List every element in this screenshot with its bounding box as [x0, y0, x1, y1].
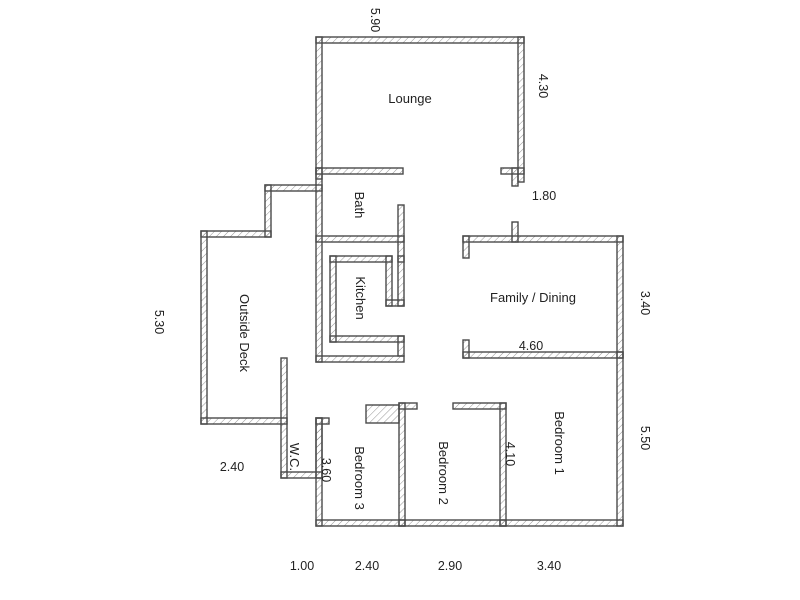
dim-lounge-depth: 4.30 [536, 74, 550, 98]
wall-deck-top [200, 230, 272, 238]
dimension-labels: 5.90 4.30 1.80 3.40 4.60 5.50 5.30 2.40 … [152, 8, 652, 573]
wall-bath-bottom [315, 235, 405, 243]
dim-deck-depth: 5.30 [152, 310, 166, 334]
room-labels: Lounge Bath Kitchen Family / Dining Outs… [237, 91, 576, 510]
room-label-lounge: Lounge [388, 91, 431, 106]
wall-lounge-right [517, 36, 525, 183]
wall-deck-step-vertical [264, 184, 272, 238]
wall-bed1-bottom [499, 519, 624, 527]
wall-bed3-closet [365, 404, 400, 424]
room-label-bedroom2: Bedroom 2 [436, 441, 451, 505]
room-label-wc: W.C. [287, 443, 302, 471]
dim-bedroom1-depth: 5.50 [638, 426, 652, 450]
dim-bottom-1: 1.00 [290, 559, 314, 573]
wall-lounge-stub-down [511, 167, 519, 187]
wall-deck-left [200, 230, 208, 425]
walls [200, 36, 624, 527]
wall-bed2-left [398, 402, 406, 527]
wall-kitchen-stub [397, 335, 405, 357]
dim-bottom-3: 2.90 [438, 559, 462, 573]
room-label-bath: Bath [352, 192, 367, 219]
wall-bed2-top [398, 402, 418, 410]
dim-lounge-width: 5.90 [368, 8, 382, 32]
wall-lounge-left [315, 36, 323, 180]
room-label-kitchen: Kitchen [353, 276, 368, 319]
wall-kitchen-left [329, 255, 337, 343]
wall-wc-join [315, 417, 323, 479]
wall-bath-right [397, 204, 405, 263]
dim-bedroom3-depth: 3.60 [319, 458, 333, 482]
wall-family-stub [511, 221, 519, 243]
dim-deck-width: 2.40 [220, 460, 244, 474]
dim-bedroom2-depth: 4.10 [503, 442, 517, 466]
dim-family-depth: 3.40 [638, 291, 652, 315]
wall-lounge-bottom [315, 167, 404, 175]
wall-deck-bottom [200, 417, 288, 425]
dim-family-width: 4.60 [519, 339, 543, 353]
wall-family-left-top [462, 235, 470, 259]
wall-bed2-bottom [398, 519, 507, 527]
room-label-outside-deck: Outside Deck [237, 294, 252, 373]
wall-deck-topstep [264, 184, 323, 192]
wall-bed1-top [452, 402, 507, 410]
dim-bottom-4: 3.40 [537, 559, 561, 573]
wall-family-right [616, 235, 624, 359]
room-label-bedroom3: Bedroom 3 [352, 446, 367, 510]
room-label-bedroom1: Bedroom 1 [552, 411, 567, 475]
wall-family-top [462, 235, 624, 243]
wall-kitchen-floor [315, 355, 405, 363]
wall-kitchen-bottom [329, 335, 405, 343]
wall-lounge-top [315, 36, 525, 44]
wall-bed3-bottom [315, 519, 406, 527]
dim-bottom-2: 2.40 [355, 559, 379, 573]
room-label-family-dining: Family / Dining [490, 290, 576, 305]
dim-hall: 1.80 [532, 189, 556, 203]
wall-bed1-right [616, 351, 624, 527]
wall-bath-left [315, 167, 323, 363]
wall-kitchen-right-outer [385, 255, 393, 307]
wall-kitchen-right [397, 255, 405, 307]
wall-kitchen-top [329, 255, 393, 263]
